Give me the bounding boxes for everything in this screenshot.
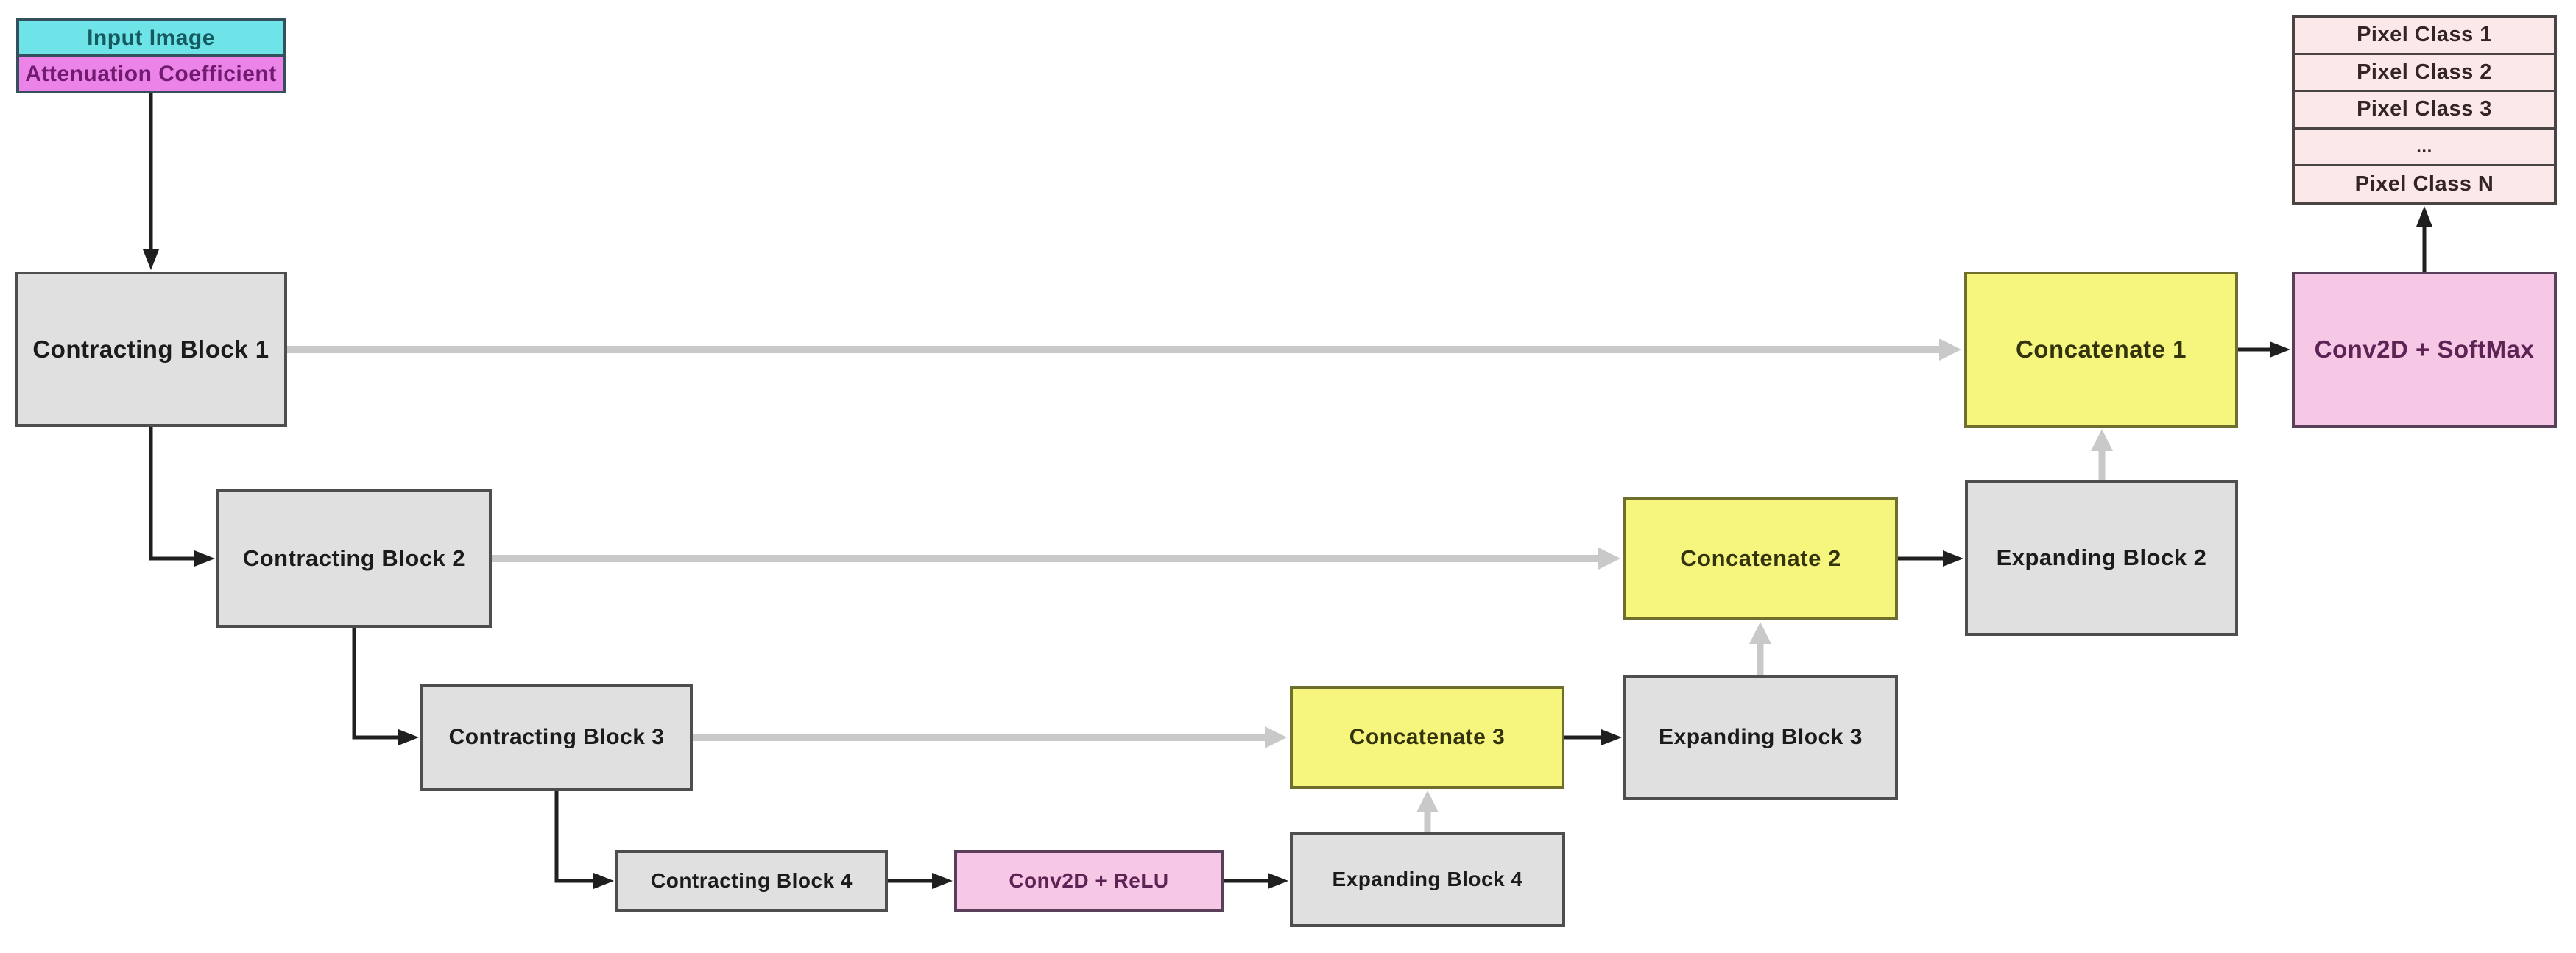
node-input-image: Input Image [19, 21, 283, 57]
node-attenuation-coefficient: Attenuation Coefficient [19, 57, 283, 91]
input-stack: Input Image Attenuation Coefficient [16, 18, 286, 93]
node-expanding-block-2: Expanding Block 2 [1965, 480, 2238, 636]
node-concatenate-3: Concatenate 3 [1290, 686, 1564, 789]
node-conv2d-softmax: Conv2D + SoftMax [2292, 272, 2557, 428]
pixel-class-row: Pixel Class 3 [2295, 92, 2554, 130]
node-contracting-block-4: Contracting Block 4 [615, 850, 888, 912]
main-path-edges [143, 93, 2432, 889]
node-conv2d-relu: Conv2D + ReLU [954, 850, 1224, 912]
node-concatenate-1: Concatenate 1 [1964, 272, 2238, 428]
pixel-class-row-ellipsis: ... [2295, 130, 2554, 167]
pixel-class-row: Pixel Class N [2354, 171, 2494, 196]
node-contracting-block-3: Contracting Block 3 [420, 684, 693, 791]
node-contracting-block-1: Contracting Block 1 [15, 272, 287, 427]
pixel-class-row: Pixel Class 2 [2295, 55, 2554, 93]
expanding-to-concatenate-edges [1416, 429, 2113, 832]
node-concatenate-2: Concatenate 2 [1623, 497, 1898, 620]
pixel-class-row: Pixel Class 1 [2295, 18, 2554, 55]
node-contracting-block-2: Contracting Block 2 [216, 489, 492, 628]
pixel-class-stack: Pixel Class 1 Pixel Class 2 Pixel Class … [2292, 15, 2557, 205]
node-expanding-block-3: Expanding Block 3 [1623, 675, 1898, 800]
skip-connection-edges [287, 339, 1961, 748]
node-expanding-block-4: Expanding Block 4 [1290, 832, 1565, 927]
